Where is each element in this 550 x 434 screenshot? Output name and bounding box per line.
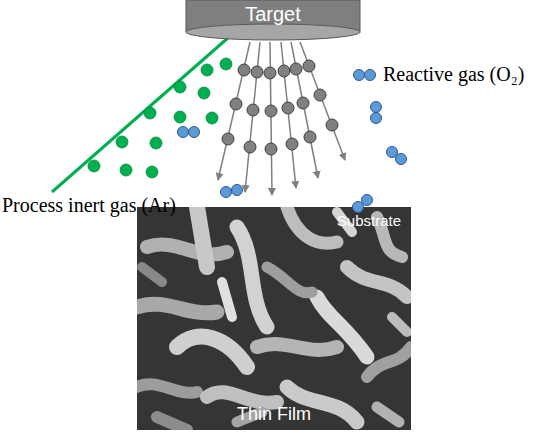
sem-fiber — [377, 407, 399, 422]
oxygen-atom — [178, 127, 189, 138]
sputtered-atom — [278, 65, 290, 77]
sem-fiber — [157, 417, 187, 430]
argon-atom — [220, 58, 232, 70]
argon-atom — [174, 111, 186, 123]
sputtered-atom — [251, 66, 263, 78]
sputter-arrow — [270, 42, 272, 195]
sputtered-atom — [238, 64, 250, 76]
oxygen-atom — [396, 154, 407, 165]
sputter-arrows — [218, 42, 345, 195]
leader-line — [52, 30, 237, 192]
sem-fiber — [142, 267, 162, 282]
node-label: Thin Film — [137, 404, 411, 425]
node-title: Target — [185, 3, 361, 26]
target-disk: Target — [185, 0, 361, 42]
argon-atom — [116, 136, 128, 148]
sputtered-atom — [314, 89, 326, 101]
oxygen-atom — [353, 202, 364, 213]
argon-atom — [150, 137, 162, 149]
argon-atom — [88, 160, 100, 172]
sputtered-atom — [286, 138, 298, 150]
node-title: Substrate — [337, 212, 401, 229]
oxygen-molecules — [178, 70, 407, 213]
sputtered-atom — [265, 143, 277, 155]
target-face — [186, 24, 360, 40]
sem-background — [137, 207, 411, 430]
sem-fiber — [197, 207, 207, 267]
sem-fiber — [257, 344, 337, 350]
oxygen-atom — [354, 70, 365, 81]
oxygen-atom — [362, 195, 373, 206]
sem-fiber — [367, 347, 411, 377]
thin-film-image: SubstrateThin Film — [137, 207, 411, 430]
sem-fiber — [137, 304, 217, 313]
sem-fiber — [177, 337, 247, 367]
argon-atom — [206, 112, 218, 124]
sem-fiber — [347, 267, 407, 297]
argon-atom — [201, 64, 213, 76]
sputtered-atom — [244, 141, 256, 153]
sem-fiber — [392, 317, 407, 332]
argon-atom — [120, 164, 132, 176]
sem-image — [137, 207, 411, 430]
oxygen-atom — [371, 102, 382, 113]
argon-atom — [146, 166, 158, 178]
sputtered-atom — [265, 105, 277, 117]
sputtered-atom — [303, 60, 315, 72]
sputtered-atom — [264, 67, 276, 79]
sem-fiber — [222, 282, 232, 317]
argon-atom — [198, 87, 210, 99]
sputtered-atom — [222, 133, 234, 145]
oxygen-atom — [371, 113, 382, 124]
argon-atoms — [88, 58, 232, 178]
oxygen-atom — [232, 185, 243, 196]
oxygen-atom — [189, 127, 200, 138]
sem-fiber — [237, 227, 267, 327]
sem-fiber — [287, 207, 337, 243]
sputtered-atom — [326, 119, 338, 131]
sem-structures — [137, 207, 411, 430]
sem-fiber — [147, 245, 227, 255]
sputtered-atom — [247, 104, 259, 116]
sputter-arrow — [218, 42, 250, 180]
oxygen-atom — [365, 70, 376, 81]
argon-atom — [144, 107, 156, 119]
oxygen-atom — [221, 187, 232, 198]
sputtered-atom — [304, 131, 316, 143]
sem-fiber — [317, 297, 367, 357]
gas-label: Process inert gas (Ar) — [2, 194, 176, 217]
sputtered-atoms — [222, 60, 338, 155]
sem-fiber — [207, 392, 277, 403]
oxygen-atom — [387, 147, 398, 158]
sputtered-atom — [290, 63, 302, 75]
sputtered-atom — [282, 102, 294, 114]
sem-fiber — [267, 267, 312, 293]
sem-fiber — [137, 384, 197, 393]
argon-atom — [174, 81, 186, 93]
sputtered-atom — [297, 97, 309, 109]
sputter-arrow — [291, 42, 318, 178]
sputtered-atom — [230, 98, 242, 110]
gas-label: Reactive gas (O₂) — [383, 63, 524, 86]
